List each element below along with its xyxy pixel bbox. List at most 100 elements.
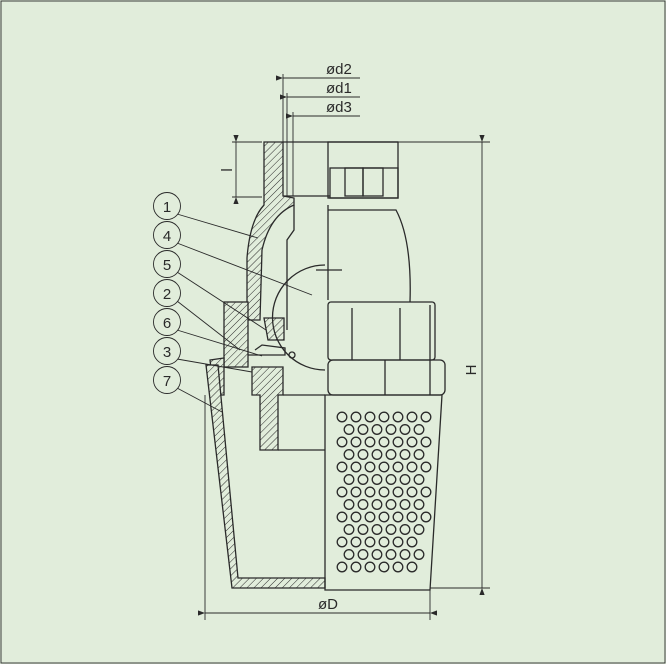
strainer-hole <box>343 474 355 485</box>
strainer-hole <box>350 511 362 523</box>
strainer-hole <box>406 411 418 423</box>
strainer-hole <box>350 561 362 573</box>
strainer-hole <box>371 449 383 460</box>
balloon-label: 7 <box>163 373 171 390</box>
dimension-D <box>197 395 438 620</box>
strainer-hole <box>399 549 411 560</box>
strainer-hole <box>406 511 418 523</box>
strainer-hole <box>413 424 425 435</box>
strainer-hole <box>357 474 369 485</box>
balloon-label: 4 <box>163 228 171 245</box>
strainer-hole <box>392 536 404 548</box>
strainer-hole <box>406 436 418 448</box>
balloon-2: 2 <box>153 279 241 351</box>
strainer-hole <box>392 461 404 473</box>
dimension-d-lines <box>275 74 360 196</box>
strainer-hole <box>392 561 404 573</box>
strainer-hole <box>364 511 376 523</box>
strainer-hole <box>371 549 383 560</box>
strainer-hole <box>336 511 348 523</box>
strainer-hole <box>357 499 369 510</box>
strainer-hole <box>420 511 432 523</box>
strainer-hole <box>343 549 355 560</box>
strainer-hole <box>364 436 376 448</box>
strainer-hole <box>392 436 404 448</box>
strainer-hole <box>420 461 432 473</box>
balloon-circle <box>153 250 181 278</box>
strainer-hole <box>364 411 376 423</box>
leader-line <box>176 329 263 357</box>
balloon-circle <box>153 279 181 307</box>
balloon-3: 3 <box>153 337 253 373</box>
strainer-hole <box>357 549 369 560</box>
strainer-hole <box>343 424 355 435</box>
strainer-hole <box>371 474 383 485</box>
strainer-hole <box>392 511 404 523</box>
balloon-5: 5 <box>153 250 267 331</box>
strainer-hole <box>371 524 383 535</box>
dim-H-label: H <box>463 365 480 376</box>
strainer-hole <box>392 486 404 498</box>
strainer-hole <box>406 461 418 473</box>
strainer-hole <box>336 461 348 473</box>
balloon-4: 4 <box>153 221 313 296</box>
dim-d2-label: ød2 <box>326 61 352 78</box>
leader-line <box>176 387 223 413</box>
strainer-hole <box>385 449 397 460</box>
strainer-hole <box>385 499 397 510</box>
strainer-hole <box>343 499 355 510</box>
strainer-hole <box>385 524 397 535</box>
leader-line <box>176 242 313 296</box>
strainer-hole <box>406 561 418 573</box>
balloon-circle <box>153 308 181 336</box>
leader-line <box>176 213 259 239</box>
leader-line <box>176 271 267 331</box>
dimension-H <box>398 134 490 596</box>
strainer-hole <box>392 411 404 423</box>
strainer-hole <box>371 499 383 510</box>
strainer-hole <box>350 461 362 473</box>
strainer-hole <box>385 474 397 485</box>
balloon-6: 6 <box>153 308 263 357</box>
strainer-hole <box>336 436 348 448</box>
strainer-hole <box>420 436 432 448</box>
leader-line <box>176 358 253 373</box>
strainer-hole <box>399 499 411 510</box>
strainer-hole <box>343 449 355 460</box>
strainer-hole <box>413 499 425 510</box>
strainer-hole <box>378 436 390 448</box>
strainer-hole <box>378 511 390 523</box>
strainer-hole <box>399 524 411 535</box>
strainer-hole <box>399 474 411 485</box>
dim-d3-label: ød3 <box>326 99 352 116</box>
balloon-circle <box>153 366 181 394</box>
strainer-hole <box>350 536 362 548</box>
balloon-circle <box>153 192 181 220</box>
ball-part-4 <box>271 264 326 371</box>
balloon-label: 6 <box>163 315 171 332</box>
strainer-hole <box>357 449 369 460</box>
strainer-hole <box>385 549 397 560</box>
dim-D-label: øD <box>318 596 338 613</box>
strainer-hole <box>378 461 390 473</box>
strainer-hole <box>364 561 376 573</box>
strainer-hole <box>406 486 418 498</box>
strainer-hole <box>336 561 348 573</box>
strainer-hole <box>371 424 383 435</box>
strainer-hole <box>364 536 376 548</box>
strainer-hole <box>399 424 411 435</box>
strainer-hole <box>413 549 425 560</box>
balloon-circle <box>153 337 181 365</box>
strainer-hole <box>364 486 376 498</box>
strainer-holes <box>336 411 432 573</box>
strainer-hole <box>343 524 355 535</box>
strainer-hole <box>378 536 390 548</box>
strainer-hole <box>336 536 348 548</box>
strainer-hole <box>413 474 425 485</box>
strainer-hole <box>413 524 425 535</box>
leader-line <box>176 300 241 351</box>
dim-l-label: l <box>219 168 236 171</box>
